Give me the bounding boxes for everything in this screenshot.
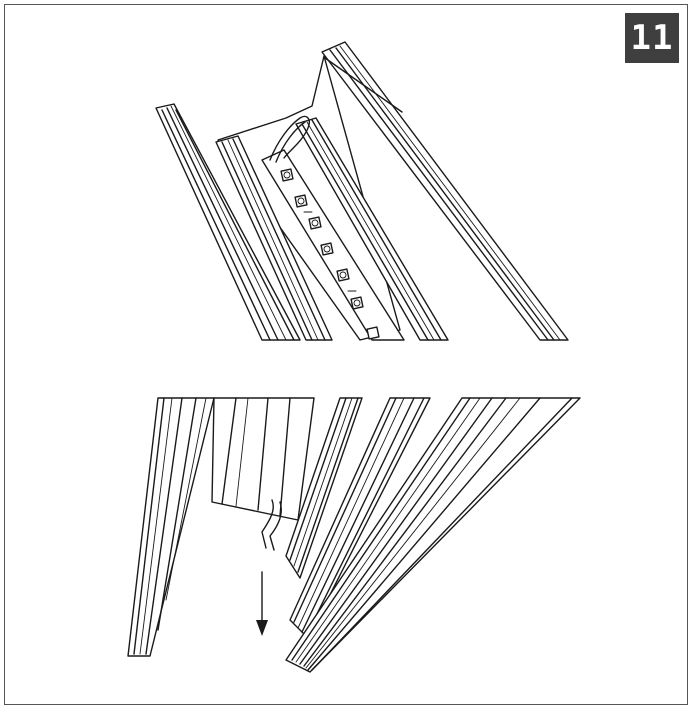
led-chips (280, 168, 380, 340)
bottom-right-ridges (291, 397, 573, 671)
profile-bottom-left-flank (127, 397, 215, 657)
profile-bottom-section (127, 397, 581, 673)
profile-inner-rail-left (215, 135, 333, 341)
bottom-left-ridges (133, 397, 207, 655)
bottom-middle-lines (293, 397, 425, 637)
led-cable-loop (269, 115, 310, 161)
cable-end (261, 499, 274, 549)
inner-rail-right-lines (301, 119, 442, 341)
profile-right-ridges (324, 45, 561, 341)
profile-right-flank (321, 41, 569, 341)
profile-left-ridges (161, 105, 295, 341)
bottom-inner-rail-lines (289, 397, 359, 573)
profile-top-section (155, 41, 569, 341)
bottom-back-lines (221, 397, 291, 517)
inner-rail-left-lines (221, 138, 326, 341)
arrow-down-icon (256, 571, 268, 636)
step-number-badge: 11 (625, 13, 679, 63)
